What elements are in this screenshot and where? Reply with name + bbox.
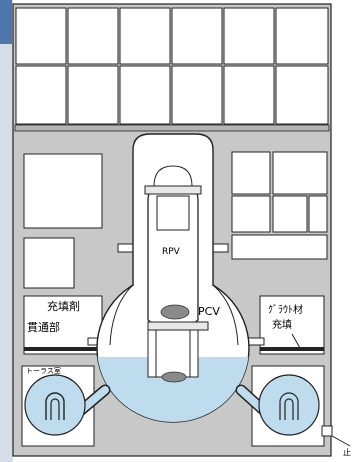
- rpv-head: [153, 165, 193, 187]
- left-rooms: [23, 153, 103, 289]
- filler-label: 充填剤: [47, 300, 80, 313]
- rpv-flange: [144, 185, 202, 195]
- grout-leader-line: [291, 333, 301, 349]
- right-rooms: [231, 151, 328, 260]
- corner-mark-label: 止: [343, 448, 351, 457]
- corner-box: [321, 425, 333, 437]
- grout-room: [259, 295, 325, 355]
- torus-room-label: トーラス室: [26, 367, 61, 375]
- torus-circle-ring-icon: [24, 374, 320, 436]
- rpv-label: RPV: [162, 247, 180, 257]
- pcv-inner-wall: [109, 284, 239, 346]
- upper-storage-grid: [15, 7, 329, 125]
- floor-hatching: [24, 347, 324, 351]
- rpv-inner-shroud: [156, 195, 190, 231]
- left-panel: [0, 0, 13, 462]
- left-accent-bar: [0, 0, 12, 44]
- pcv-label: PCV: [198, 305, 220, 318]
- grout-label-line1: ｸﾞﾗｳﾄ材: [268, 305, 303, 316]
- debris-lower: [161, 371, 187, 383]
- pedestal: [147, 321, 209, 378]
- operating-floor: [14, 124, 330, 132]
- debris-upper: [160, 304, 190, 320]
- grout-label-line2: 充填: [272, 320, 292, 331]
- penetration-label: 貫通部: [27, 321, 60, 334]
